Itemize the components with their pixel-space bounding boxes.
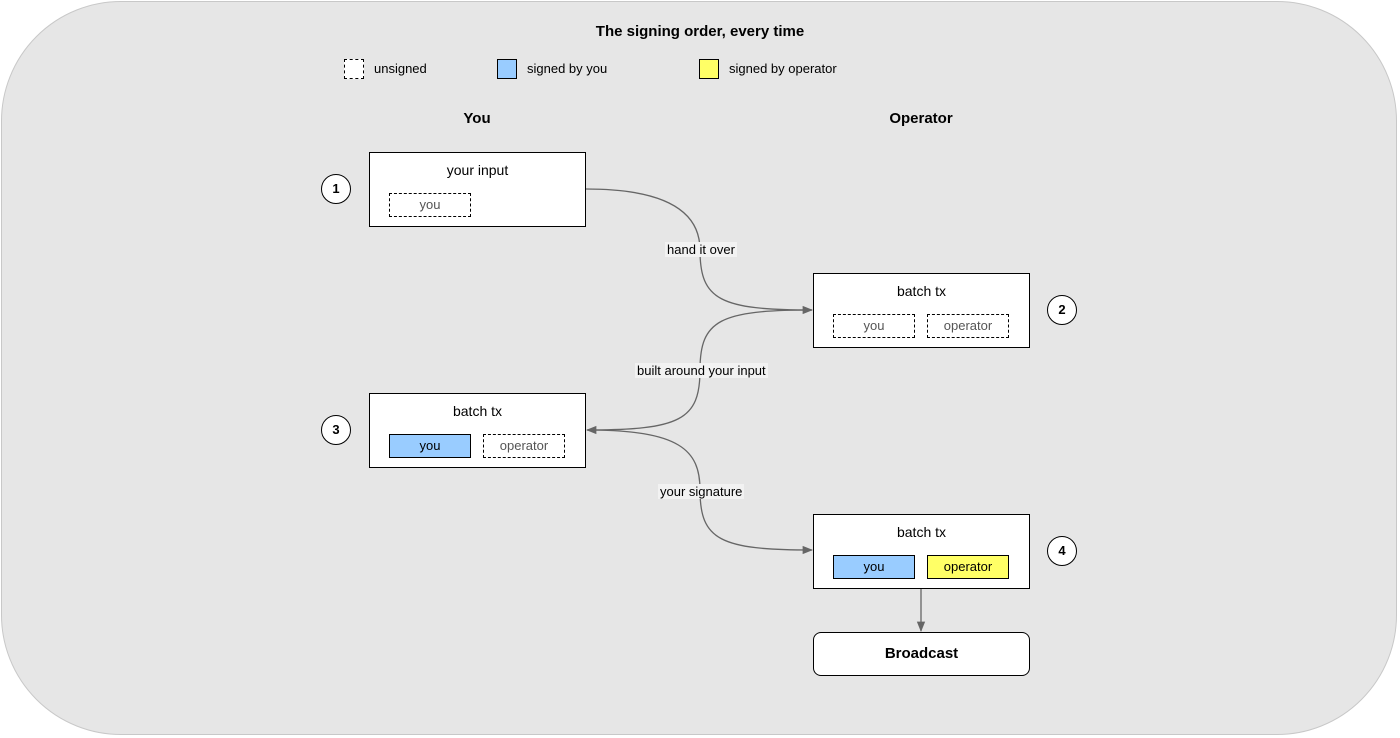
step-2-slot-operator: operator: [927, 314, 1009, 338]
legend-signed-by-you-swatch: [497, 59, 517, 79]
step-1-slot-you: you: [389, 193, 471, 217]
step-1-badge: 1: [321, 174, 351, 204]
step-2-badge: 2: [1047, 295, 1077, 325]
step-2-box-title: batch tx: [896, 283, 947, 299]
step-3-slot-operator: operator: [483, 434, 565, 458]
step-3-slot-you: you: [389, 434, 471, 458]
step-3-badge: 3: [321, 415, 351, 445]
legend-signed-by-operator-label: signed by operator: [729, 61, 837, 76]
step-3-batch-box: batch tx you operator: [369, 393, 586, 468]
step-2-slot-you: you: [833, 314, 915, 338]
column-header-operator: Operator: [889, 110, 953, 127]
step-1-box-title: your input: [446, 162, 509, 178]
legend-signed-by-operator-swatch: [699, 59, 719, 79]
diagram-title: The signing order, every time: [595, 23, 805, 40]
legend-unsigned-swatch: [344, 59, 364, 79]
step-4-box-title: batch tx: [896, 524, 947, 540]
step-2-batch-box: batch tx you operator: [813, 273, 1030, 348]
step-4-batch-box: batch tx you operator: [813, 514, 1030, 589]
edge-label-built-around-your-input: built around your input: [635, 363, 768, 378]
step-4-slot-you: you: [833, 555, 915, 579]
column-header-you: You: [463, 110, 491, 127]
step-4-badge: 4: [1047, 536, 1077, 566]
legend-unsigned-label: unsigned: [374, 61, 427, 76]
legend-signed-by-you-label: signed by you: [527, 61, 608, 76]
step-4-slot-operator: operator: [927, 555, 1009, 579]
broadcast-box: Broadcast: [813, 632, 1030, 676]
edge-label-hand-it-over: hand it over: [665, 242, 737, 257]
step-1-input-box: your input you: [369, 152, 586, 227]
step-3-box-title: batch tx: [452, 403, 503, 419]
edge-label-your-signature: your signature: [658, 484, 745, 499]
